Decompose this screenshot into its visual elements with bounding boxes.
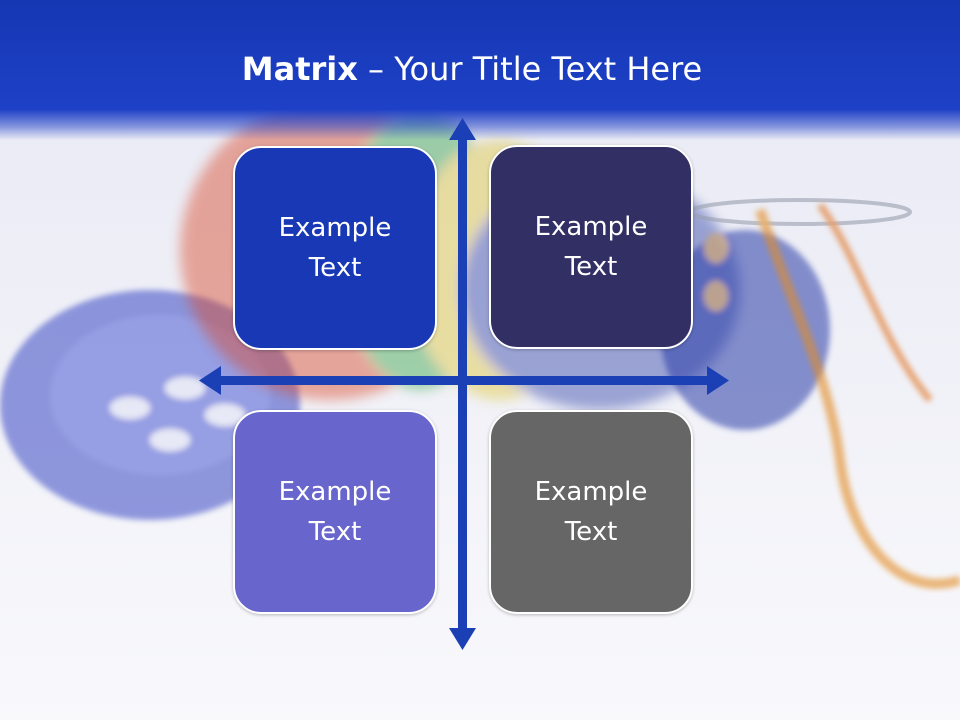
matrix-quadrant-bottom-left: Example Text <box>233 410 437 614</box>
title-banner <box>0 0 960 140</box>
horizontal-axis-arrow <box>199 366 729 395</box>
quadrant-label: Example Text <box>278 213 392 283</box>
matrix-quadrant-top-left: Example Text <box>233 146 437 350</box>
quadrant-label: Example Text <box>534 477 648 547</box>
title-bold-word: Matrix <box>241 50 358 88</box>
slide-title: Matrix – Your Title Text Here <box>0 50 944 88</box>
title-text: – Your Title Text Here <box>357 50 703 88</box>
matrix-quadrant-top-right: Example Text <box>489 145 693 349</box>
quadrant-label: Example Text <box>278 477 392 547</box>
matrix-quadrant-bottom-right: Example Text <box>489 410 693 614</box>
quadrant-label: Example Text <box>534 212 648 282</box>
